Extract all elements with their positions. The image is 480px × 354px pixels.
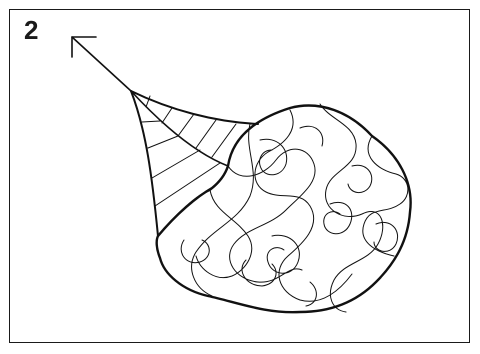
dough-blob [157, 106, 411, 313]
peeled-sheet [131, 91, 258, 236]
dough-texture [181, 104, 408, 312]
arrow-up-left-icon [72, 37, 131, 91]
